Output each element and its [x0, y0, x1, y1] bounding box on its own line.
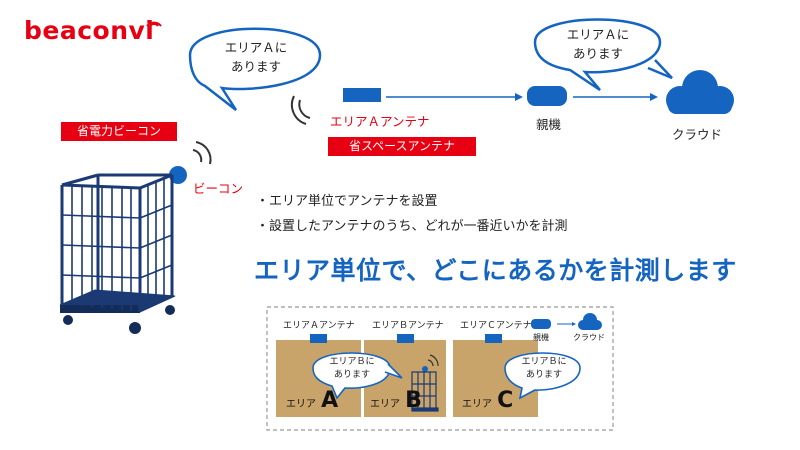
area-b-label: エリア B — [370, 388, 422, 413]
area-c-letter: C — [497, 388, 514, 413]
beacon-signal-icon — [192, 141, 212, 165]
inset-antenna-a-label: エリアＡアンテナ — [283, 321, 355, 331]
inset-antenna-c-label: エリアＣアンテナ — [460, 321, 532, 331]
area-c-prefix: エリア — [462, 399, 492, 410]
inset-bubble-left-line2: あります — [333, 370, 370, 380]
inset-bubble-left — [312, 352, 403, 400]
speech-bubble-right — [533, 18, 673, 92]
inset-antenna-c — [485, 334, 502, 343]
inset-beacon — [422, 366, 428, 372]
beacon-label: ビーコン — [193, 181, 244, 196]
logo: beaconvi — [24, 16, 162, 45]
inset-parent-label: 親機 — [533, 333, 549, 342]
inset-bubble-right-text: エリアＢに あります — [510, 356, 578, 382]
area-a-letter: A — [321, 388, 339, 413]
arrow-to-cloud — [573, 93, 658, 101]
inset-frame — [266, 306, 614, 431]
inset-cloud-icon — [578, 313, 602, 330]
bubble-right-line2: あります — [572, 46, 623, 61]
inset-bubble-right-line1: エリアＢに — [521, 357, 567, 367]
inset-antenna-a — [310, 334, 327, 343]
parent-device — [527, 86, 567, 106]
bullet-2: ・設置したアンテナのうち、どれが一番近いかを計測 — [256, 219, 568, 234]
area-a-label: エリア A — [286, 388, 338, 413]
wifi-icon — [146, 21, 162, 27]
inset-antenna-b — [397, 334, 414, 343]
signal-waves-icon — [290, 95, 311, 125]
antenna-label: エリアＡアンテナ — [330, 114, 430, 129]
arrow-to-parent — [386, 93, 523, 101]
inset-arrow — [557, 322, 576, 326]
cloud-icon — [666, 70, 734, 114]
antenna-block — [343, 88, 381, 102]
area-b-letter: B — [405, 388, 422, 413]
logo-text: beaconvi — [24, 16, 155, 45]
bubble-left-line1: エリアＡに — [224, 40, 288, 55]
inset-parent-device — [531, 319, 551, 329]
area-b-prefix: エリア — [370, 399, 400, 410]
headline: エリア単位で、どこにあるかを計測します — [254, 256, 737, 285]
area-a-prefix: エリア — [286, 399, 316, 410]
parent-label: 親機 — [536, 117, 562, 132]
inset-cloud-label: クラウド — [573, 333, 605, 342]
cloud-label: クラウド — [672, 127, 723, 142]
bullet-1: ・エリア単位でアンテナを設置 — [256, 194, 438, 209]
bubble-right-text: エリアＡに あります — [545, 25, 651, 63]
power-saving-beacon-label: 省電力ビーコン — [61, 122, 177, 141]
inset-bubble-right — [504, 352, 581, 400]
inset-signal-icon — [427, 354, 439, 367]
bubble-left-text: エリアＡに あります — [200, 38, 312, 76]
bubble-left-line2: あります — [230, 59, 281, 74]
space-saving-antenna-label: 省スペースアンテナ — [328, 137, 476, 156]
roll-cart — [59, 173, 176, 334]
inset-cart — [411, 371, 439, 412]
inset-bubble-right-line2: あります — [525, 370, 562, 380]
area-c-label: エリア C — [462, 388, 513, 413]
bubble-right-line1: エリアＡに — [566, 27, 630, 42]
inset-bubble-left-line1: エリアＢに — [329, 357, 375, 367]
inset-antenna-b-label: エリアＢアンテナ — [372, 321, 444, 331]
speech-bubble-left — [188, 27, 322, 111]
inset-bubble-left-text: エリアＢに あります — [318, 356, 386, 382]
